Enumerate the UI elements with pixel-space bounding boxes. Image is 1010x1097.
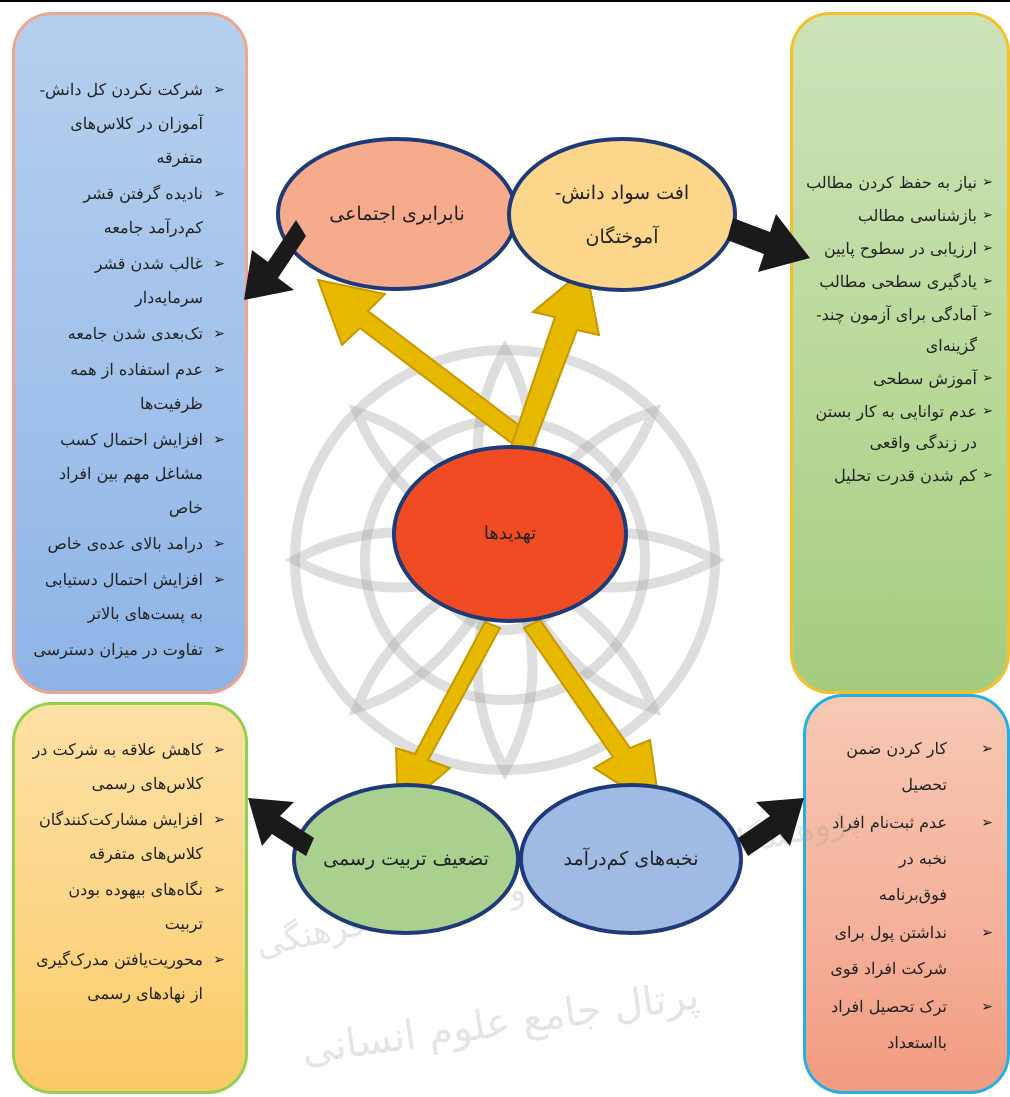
list-item: تک‌بعدی شدن جامعه	[29, 317, 225, 351]
weaken-effects-list: کاهش علاقه به شرکت در کلاس‌های رسمی افزا…	[29, 733, 225, 1011]
top-rule	[0, 0, 1010, 2]
center-threats-label: تهدیدها	[483, 523, 537, 544]
list-item: بازشناسی مطالب	[799, 200, 993, 231]
inequality-effects-list: شرکت نکردن کل دانش-آموزان در کلاس‌های مت…	[29, 73, 225, 667]
node-low-income-elites: نخبه‌های کم‌درآمد	[519, 783, 743, 935]
list-item: کاهش علاقه به شرکت در کلاس‌های رسمی	[29, 733, 225, 801]
list-item: ترک تحصیل افراد بااستعداد	[828, 989, 993, 1061]
watermark-text-2: پرتال جامع علوم انسانی	[298, 972, 702, 1074]
list-item: نیاز به حفظ کردن مطالب	[799, 167, 993, 198]
list-item: غالب شدن قشر سرمایه‌دار	[29, 247, 225, 315]
list-item: نگاه‌های بیهوده بودن تربیت	[29, 873, 225, 941]
list-item: عدم ثبت‌نام افراد نخبه در فوق‌برنامه	[828, 805, 993, 913]
list-item: افزایش احتمال کسب مشاغل مهم بین افراد خا…	[29, 423, 225, 525]
node-label: تضعیف تربیت رسمی	[323, 848, 489, 870]
list-item: آموزش سطحی	[799, 363, 993, 394]
list-item: محوریت‌یافتن مدرک‌گیری از نهادهای رسمی	[29, 943, 225, 1011]
elite-effects-list: کار کردن ضمن تحصیل عدم ثبت‌نام افراد نخب…	[828, 731, 993, 1061]
list-item: نداشتن پول برای شرکت افراد قوی	[828, 915, 993, 987]
list-item: درامد بالای عده‌ی خاص	[29, 527, 225, 561]
panel-inequality-effects: شرکت نکردن کل دانش-آموزان در کلاس‌های مت…	[12, 12, 248, 694]
arrow-to-elite	[522, 618, 662, 813]
node-social-inequality: نابرابری اجتماعی	[276, 137, 518, 291]
list-item: افزایش مشارکت‌کنندگان کلاس‌های متفرقه	[29, 803, 225, 871]
list-item: شرکت نکردن کل دانش-آموزان در کلاس‌های مت…	[29, 73, 225, 175]
list-item: عدم استفاده از همه ظرفیت‌ها	[29, 353, 225, 421]
node-label: افت سواد دانش-آموختگان	[554, 181, 690, 248]
panel-weaken-effects: کاهش علاقه به شرکت در کلاس‌های رسمی افزا…	[12, 702, 248, 1094]
list-item: کار کردن ضمن تحصیل	[828, 731, 993, 803]
node-label: نابرابری اجتماعی	[329, 203, 465, 225]
arrow-to-inequality	[316, 278, 527, 450]
list-item: یادگیری سطحی مطالب	[799, 266, 993, 297]
node-formal-education-weakening: تضعیف تربیت رسمی	[292, 783, 520, 935]
arrow-to-literacy	[508, 266, 601, 457]
list-item: آمادگی برای آزمون چند-گزینه‌ای	[799, 299, 993, 361]
panel-elite-effects: کار کردن ضمن تحصیل عدم ثبت‌نام افراد نخب…	[803, 694, 1010, 1094]
node-literacy-decline: افت سواد دانش-آموختگان	[507, 137, 737, 292]
panel-literacy-effects: نیاز به حفظ کردن مطالب بازشناسی مطالب ار…	[790, 12, 1010, 694]
list-item: افزایش احتمال دستیابی به پست‌های بالاتر	[29, 563, 225, 631]
list-item: تفاوت در میزان دسترسی	[29, 633, 225, 667]
list-item: نادیده گرفتن قشر کم‌درآمد جامعه	[29, 177, 225, 245]
list-item: ارزیابی در سطوح پایین	[799, 233, 993, 264]
literacy-effects-list: نیاز به حفظ کردن مطالب بازشناسی مطالب ار…	[799, 167, 993, 491]
list-item: عدم توانایی به کار بستن در زندگی واقعی	[799, 396, 993, 458]
center-threats-node: تهدیدها	[392, 445, 628, 623]
node-label: نخبه‌های کم‌درآمد	[563, 848, 699, 870]
list-item: کم شدن قدرت تحلیل	[799, 460, 993, 491]
